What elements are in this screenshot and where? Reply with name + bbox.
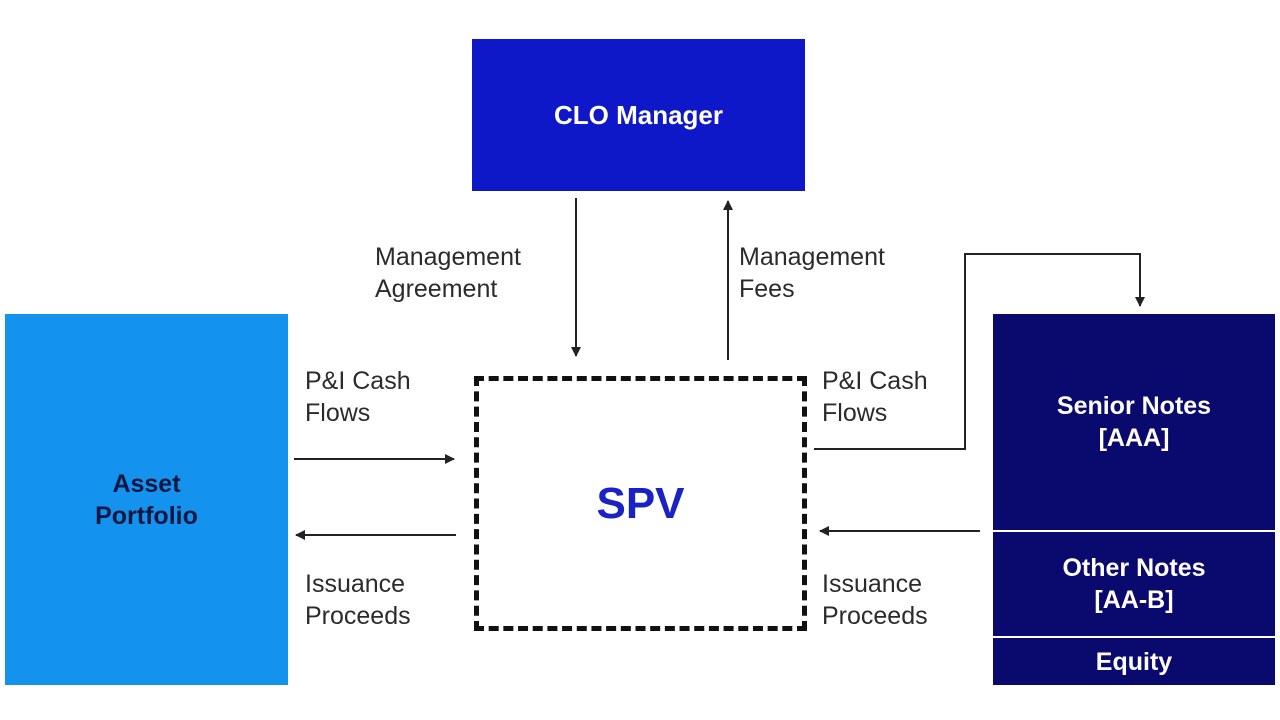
other-notes-label: Other Notes [AA-B] <box>1062 554 1206 614</box>
senior-notes-box: Senior Notes [AAA] <box>993 314 1275 530</box>
pi-cash-flows-right-label: P&I Cash Flows <box>822 367 928 427</box>
senior-notes-label: Senior Notes [AAA] <box>1056 392 1212 452</box>
asset-portfolio-label: Asset Portfolio <box>95 469 198 530</box>
other-notes-box: Other Notes [AA-B] <box>993 532 1275 636</box>
management-agreement-label: Management Agreement <box>375 243 521 303</box>
pi-cash-flows-right-arrow <box>814 253 1145 450</box>
equity-box: Equity <box>993 638 1275 685</box>
equity-label: Equity <box>1095 647 1173 676</box>
issuance-proceeds-left-label: Issuance Proceeds <box>305 570 411 630</box>
spv-label: SPV <box>596 478 685 528</box>
management-fees-label: Management Fees <box>739 243 885 303</box>
clo-manager-label: CLO Manager <box>553 99 724 130</box>
issuance-proceeds-right-label: Issuance Proceeds <box>822 570 928 630</box>
asset-portfolio-box: Asset Portfolio <box>5 314 288 685</box>
pi-cash-flows-left-label: P&I Cash Flows <box>305 367 411 427</box>
clo-manager-box: CLO Manager <box>472 39 805 191</box>
spv-box: SPV <box>474 376 807 631</box>
